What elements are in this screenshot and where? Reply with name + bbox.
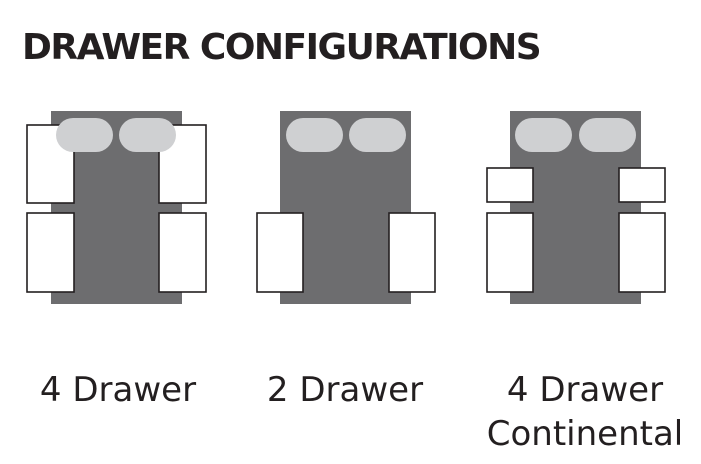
chair-left bbox=[56, 118, 113, 152]
caption-line-2: Continental bbox=[486, 414, 684, 454]
drawer-bottom-left bbox=[26, 212, 75, 293]
drawer-top-right bbox=[618, 167, 666, 203]
caption-line: 2 Drawer bbox=[266, 370, 424, 410]
chair-left bbox=[515, 118, 572, 152]
caption-line-1: 4 Drawer bbox=[506, 370, 664, 410]
caption-line: 4 Drawer bbox=[39, 370, 197, 410]
drawer-bottom-left bbox=[486, 212, 534, 293]
page-title: DRAWER CONFIGURATIONS bbox=[22, 27, 542, 68]
caption-4-drawer-continental: 4 Drawer Continental bbox=[475, 368, 695, 456]
config-4-drawer bbox=[26, 111, 207, 304]
chair-right bbox=[349, 118, 406, 152]
drawer-bottom-right bbox=[158, 212, 207, 293]
chair-right bbox=[119, 118, 176, 152]
caption-4-drawer: 4 Drawer bbox=[18, 368, 218, 412]
drawer-right bbox=[388, 212, 436, 293]
config-4-drawer-continental bbox=[486, 111, 666, 304]
drawer-bottom-right bbox=[618, 212, 666, 293]
config-2-drawer bbox=[256, 111, 436, 304]
drawer-top-right bbox=[158, 124, 207, 204]
drawer-top-left bbox=[486, 167, 534, 203]
chair-left bbox=[286, 118, 343, 152]
caption-2-drawer: 2 Drawer bbox=[245, 368, 445, 412]
drawer-left bbox=[256, 212, 304, 293]
chair-right bbox=[579, 118, 636, 152]
